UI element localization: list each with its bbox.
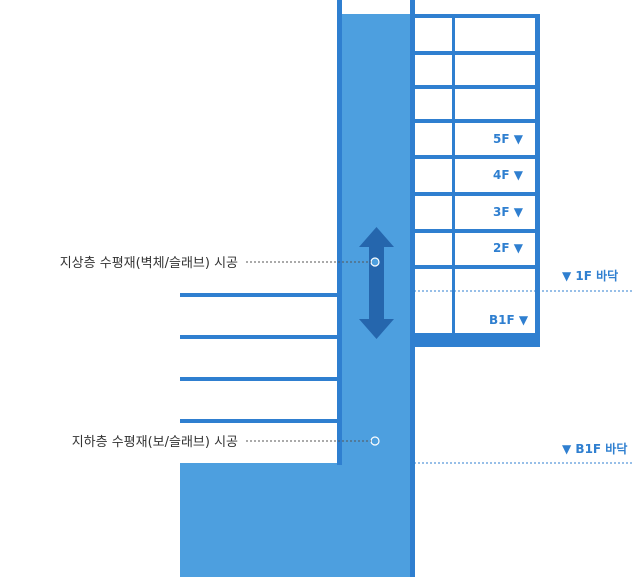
arrow-down-head [359, 319, 394, 339]
basement-mass [180, 463, 340, 577]
core-right-wall [410, 0, 415, 577]
floor-line [414, 85, 540, 89]
basement-slabs [180, 293, 338, 423]
floor-line [414, 229, 540, 233]
base-slab [414, 333, 540, 347]
basement-level-label: ▼ B1F 바닥 [562, 441, 627, 456]
frame-right-column [535, 14, 540, 347]
floor-line [414, 265, 540, 269]
floor-label-2f: 2F ▼ [493, 241, 524, 255]
slab-line [180, 293, 338, 297]
floor-line [414, 192, 540, 196]
core-left-wall [337, 0, 342, 465]
slab-line [180, 377, 338, 381]
upper-frame [414, 14, 540, 347]
floor-label-4f: 4F ▼ [493, 168, 524, 182]
floor-line [414, 119, 540, 123]
upper-work-label: 지상층 수평재(벽체/슬래브) 시공 [60, 256, 238, 271]
floor-labels: 5F ▼ 4F ▼ 3F ▼ 2F ▼ B1F ▼ [489, 132, 529, 327]
floor-label-3f: 3F ▼ [493, 205, 524, 219]
arrow-up-head [359, 227, 394, 247]
upper-work-marker [370, 257, 380, 267]
lower-work-label: 지하층 수평재(보/슬래브) 시공 [72, 435, 238, 450]
arrow-shaft [369, 243, 384, 323]
ground-level-label: ▼ 1F 바닥 [562, 268, 618, 283]
floor-line [414, 51, 540, 55]
floor-label-b1f: B1F ▼ [489, 313, 529, 327]
slab-line [180, 335, 338, 339]
floor-label-5f: 5F ▼ [493, 132, 524, 146]
frame-inner-column [452, 14, 455, 334]
floor-line [414, 155, 540, 159]
floor-line [414, 14, 540, 18]
lower-work-marker [370, 436, 380, 446]
slab-line [180, 419, 338, 423]
